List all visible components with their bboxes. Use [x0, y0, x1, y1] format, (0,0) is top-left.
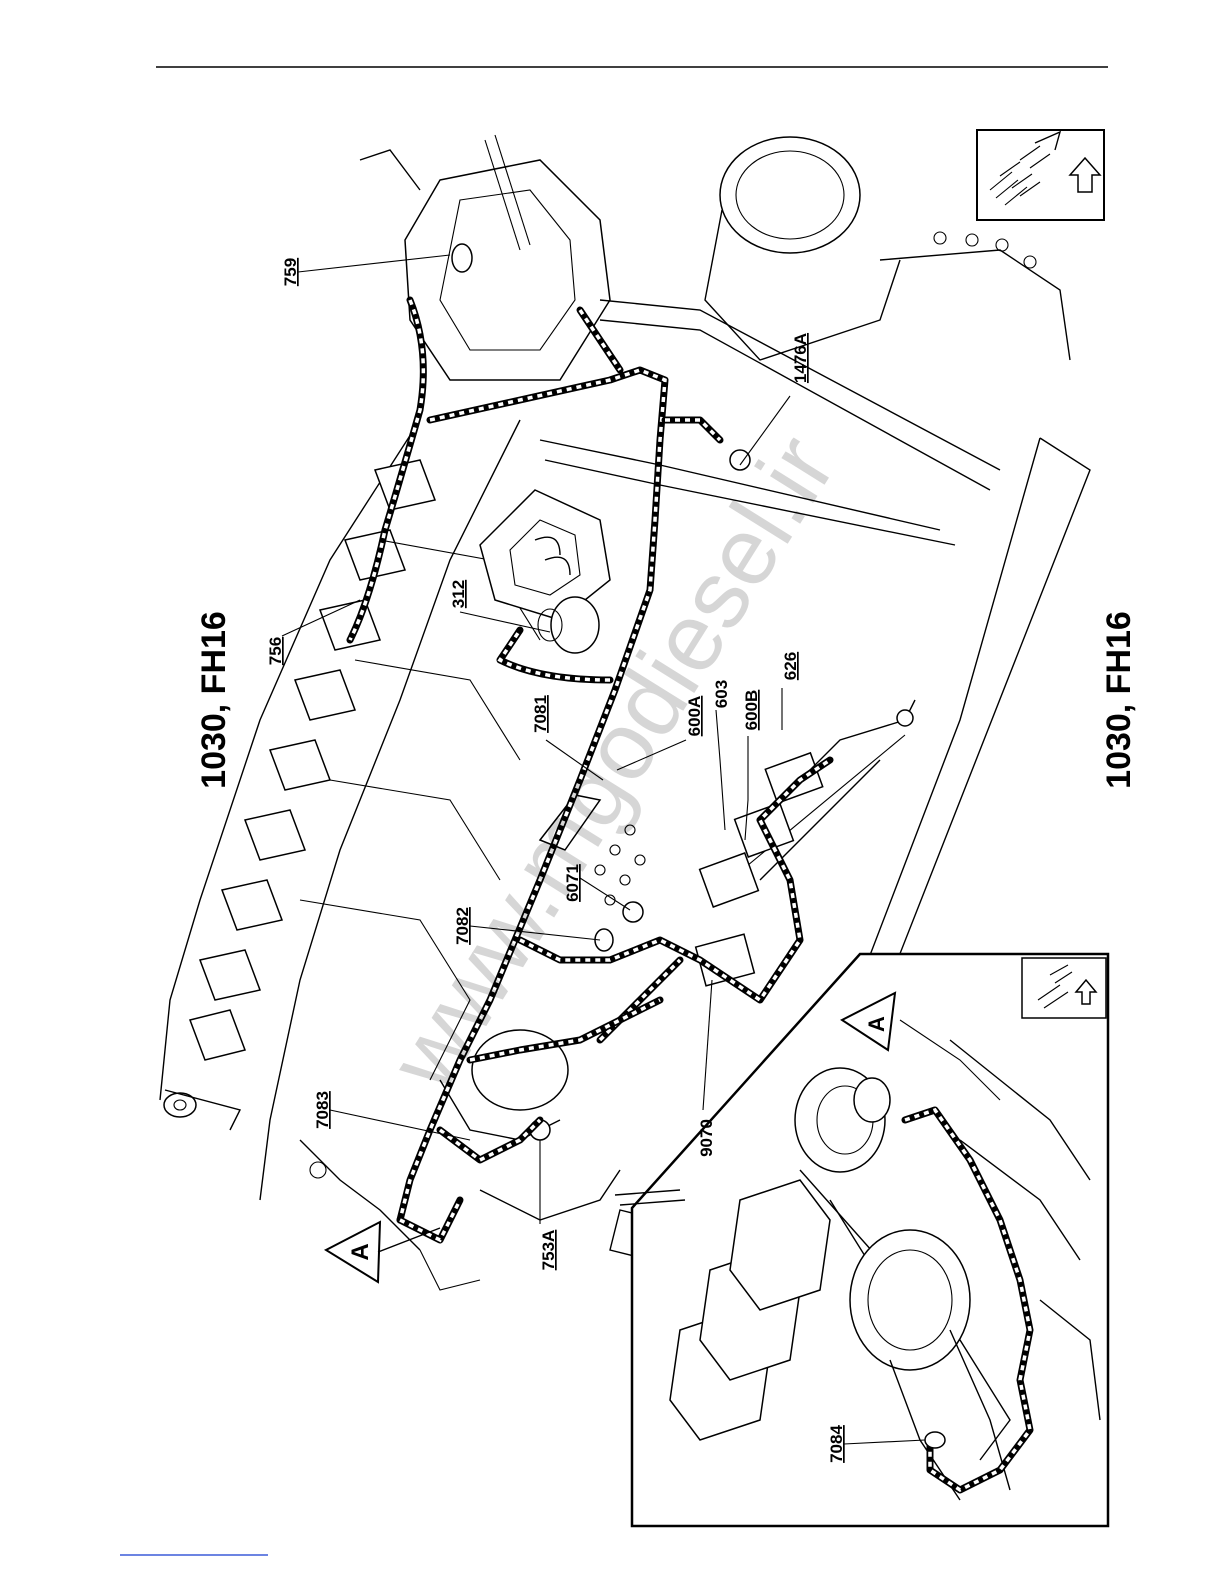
callout-9070: 9070 — [697, 1119, 716, 1157]
callout-603: 603 — [712, 680, 731, 708]
title-top: 1030, FH16 — [195, 611, 233, 789]
callout-7082: 7082 — [453, 907, 472, 945]
title-right: 1030, FH16 — [1100, 611, 1138, 789]
callout-1476A: 1476A — [791, 333, 810, 383]
callout-7084: 7084 — [827, 1425, 846, 1463]
callout-7081: 7081 — [531, 695, 550, 733]
callout-7083: 7083 — [313, 1091, 332, 1129]
inset-turbo-detail: A — [615, 954, 1108, 1526]
callout-600A: 600A — [685, 696, 704, 737]
inset-orientation-box — [1022, 958, 1106, 1018]
callout-600B: 600B — [742, 690, 761, 731]
callout-756: 756 — [266, 637, 285, 665]
control-unit-312 — [480, 490, 610, 653]
warning-letter: A — [347, 1243, 374, 1260]
callout-312: 312 — [449, 580, 468, 608]
callout-759: 759 — [281, 258, 300, 286]
housing-759 — [360, 135, 610, 380]
inset-warning-letter: A — [864, 1016, 889, 1032]
callout-753A: 753A — [539, 1230, 558, 1271]
callout-6071: 6071 — [563, 864, 582, 902]
callout-626: 626 — [781, 652, 800, 680]
